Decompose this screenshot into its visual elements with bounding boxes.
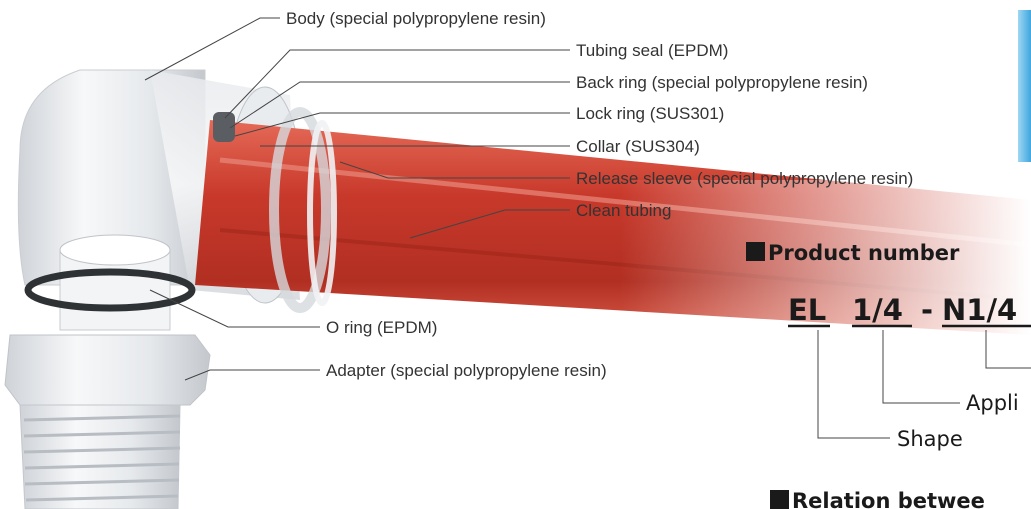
callout-back-ring: Back ring (special polypropylene resin) (576, 73, 868, 92)
callout-clean-tubing: Clean tubing (576, 201, 671, 220)
product-number-heading: Product number (768, 241, 960, 265)
elbow-fitting-illustration (5, 70, 1031, 509)
pn-part-size-code: 1/4 (852, 293, 903, 327)
pn-part-thread-code: N1/4 (942, 293, 1017, 327)
pn-part-shape-code: EL (788, 293, 826, 327)
relation-heading: Relation betwee (792, 489, 985, 509)
pn-label-applicable: Appli (966, 391, 1019, 415)
callout-body: Body (special polypropylene resin) (286, 9, 546, 28)
blue-product-thumbnail (1018, 10, 1031, 162)
callout-o-ring: O ring (EPDM) (326, 318, 437, 337)
pn-label-shape: Shape (897, 427, 963, 451)
callout-lock-ring: Lock ring (SUS301) (576, 104, 724, 123)
section-square-icon-2 (770, 490, 789, 509)
callout-release-sleeve: Release sleeve (special polypropylene re… (576, 169, 913, 188)
section-square-icon (746, 242, 765, 261)
callout-collar: Collar (SUS304) (576, 137, 700, 156)
pn-part-dash: - (921, 293, 933, 327)
callout-adapter: Adapter (special polypropylene resin) (326, 361, 607, 380)
callout-tubing-seal: Tubing seal (EPDM) (576, 41, 728, 60)
